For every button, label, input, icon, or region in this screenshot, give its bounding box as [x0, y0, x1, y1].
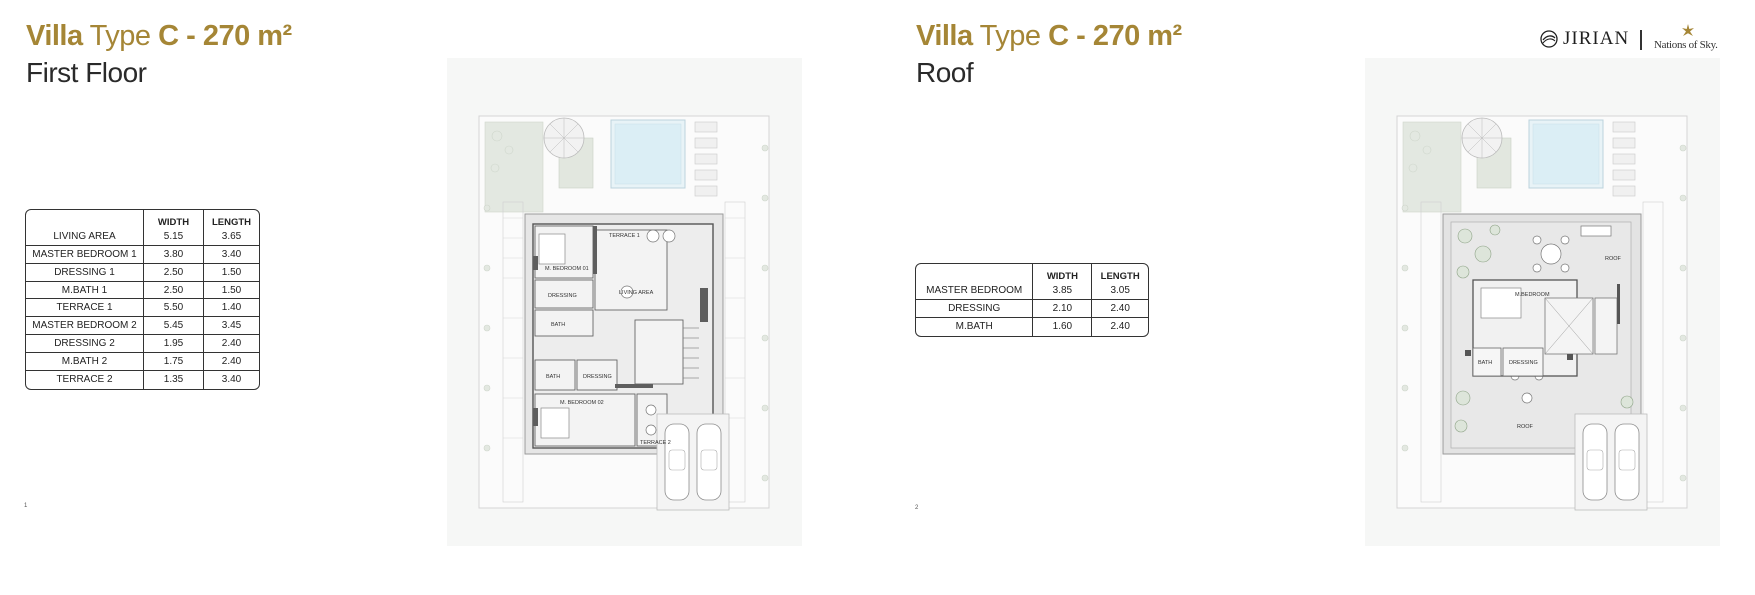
room-width: 3.85	[1033, 281, 1093, 300]
room-width: 1.75	[144, 353, 204, 372]
room-name: M.BATH 2	[26, 353, 144, 372]
label-bath2: BATH	[546, 374, 560, 380]
logo-divider	[1640, 30, 1642, 50]
label-terrace1: TERRACE 1	[609, 233, 640, 239]
umbrella-icon	[543, 117, 594, 189]
page-mark: 2	[915, 505, 919, 511]
label-mbedroom2: M. BEDROOM 02	[560, 400, 604, 406]
room-name: LIVING AREA	[26, 227, 144, 246]
room-name: MASTER BEDROOM 2	[26, 317, 144, 336]
room-width: 5.45	[144, 317, 204, 336]
star-leaf-icon	[1682, 24, 1694, 36]
room-length: 2.40	[1092, 300, 1148, 318]
roof-plan: ROOF M.BEDROOM BATH DRESSING ROOF	[1365, 58, 1720, 546]
label-roof-bottom: ROOF	[1517, 424, 1534, 430]
room-width: 3.80	[144, 245, 204, 264]
room-name: DRESSING 2	[26, 335, 144, 354]
room-width: 5.15	[144, 227, 204, 246]
room-width: 5.50	[144, 299, 204, 318]
roof-subtitle: Roof	[916, 57, 974, 88]
length-header: LENGTH	[211, 216, 252, 228]
room-name: MASTER BEDROOM 1	[26, 245, 144, 264]
room-name: MASTER BEDROOM	[916, 281, 1034, 300]
room-length: 1.40	[204, 299, 259, 318]
length-header: LENGTH	[1100, 270, 1140, 282]
jirian-mark-icon	[1540, 30, 1558, 48]
pool-icon	[610, 119, 686, 189]
label-mbedroom: M.BEDROOM	[1515, 292, 1550, 298]
room-width: 1.35	[144, 371, 204, 389]
width-header: WIDTH	[1033, 264, 1093, 282]
umbrella-icon	[1461, 117, 1512, 189]
first-floor-subtitle: First Floor	[26, 57, 147, 88]
room-length: 3.40	[221, 374, 242, 386]
label-dressing: DRESSING	[1509, 360, 1538, 366]
parking-cars	[1574, 413, 1648, 511]
jirian-logo: JIRIAN	[1539, 22, 1629, 56]
label-roof-top: ROOF	[1605, 256, 1622, 262]
label-dressing2: DRESSING	[583, 374, 612, 380]
room-length: 2.40	[1110, 321, 1130, 333]
parking-cars	[656, 413, 730, 511]
pool-icon	[1528, 119, 1604, 189]
room-name: M.BATH 1	[26, 281, 144, 300]
room-length: 3.05	[1092, 282, 1148, 300]
roof-title: Villa Type C - 270 m²	[916, 20, 1182, 52]
room-width: 2.10	[1033, 299, 1093, 318]
room-length: 3.40	[204, 246, 259, 264]
room-name: DRESSING 1	[26, 263, 144, 282]
first-floor-plan: TERRACE 1 M. BEDROOM 01 LIVING AREA DRES…	[447, 58, 802, 546]
room-width: 1.60	[1033, 317, 1093, 336]
room-name: TERRACE 2	[26, 371, 144, 389]
first-floor-panel: Villa Type C - 270 m² First Floor WIDTH …	[0, 0, 877, 595]
jirian-wordmark: JIRIAN	[1563, 28, 1630, 49]
room-width: 1.95	[144, 335, 204, 354]
label-living: LIVING AREA	[619, 290, 654, 296]
room-name: M.BATH	[916, 317, 1034, 336]
label-terrace2: TERRACE 2	[640, 440, 671, 446]
width-header: WIDTH	[144, 210, 204, 228]
room-width: 2.50	[144, 263, 204, 282]
label-mbedroom1: M. BEDROOM 01	[545, 266, 589, 272]
nations-of-sky-logo: Nations of Sky.	[1654, 22, 1726, 56]
label-dressing: DRESSING	[548, 293, 577, 299]
room-width: 2.50	[144, 281, 204, 300]
room-name: DRESSING	[916, 299, 1034, 318]
label-bath: BATH	[1478, 360, 1492, 366]
first-floor-title: Villa Type C - 270 m²	[26, 20, 292, 52]
room-length: 1.50	[204, 264, 259, 282]
nations-of-sky-wordmark: Nations of Sky.	[1654, 39, 1718, 51]
roof-panel: Villa Type C - 270 m² Roof WIDTH LENGTH …	[877, 0, 1754, 595]
room-length: 1.50	[204, 282, 259, 300]
label-bath: BATH	[551, 322, 565, 328]
room-length: 3.45	[204, 317, 259, 336]
room-length: 2.40	[204, 353, 259, 372]
room-length: 3.65	[204, 228, 259, 246]
room-name: TERRACE 1	[26, 299, 144, 318]
page-mark: 1	[24, 503, 28, 509]
room-length: 2.40	[204, 335, 259, 354]
